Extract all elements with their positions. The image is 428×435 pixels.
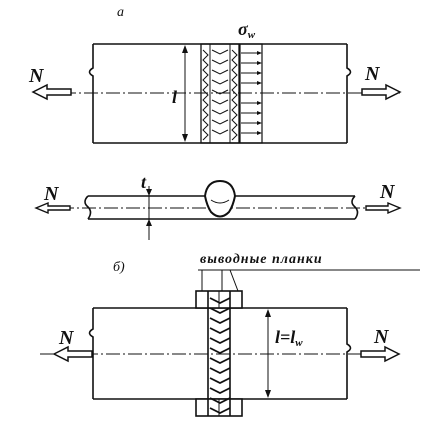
force-arrow-left-a (31, 83, 72, 101)
width-dimension-a (182, 45, 188, 142)
break-right-b (346, 308, 352, 399)
force-label-left-section: N (43, 183, 60, 205)
force-label-left-b: N (58, 327, 75, 349)
tabs-leader-lines (201, 269, 239, 292)
force-arrow-right-a (361, 83, 402, 101)
figure-b-caption: б) (113, 260, 125, 275)
force-label-left-a: N (28, 65, 45, 87)
force-label-right-b: N (373, 326, 390, 348)
force-label-right-section: N (379, 181, 396, 203)
run-off-tab-top (195, 290, 243, 309)
weld-seam-a (200, 43, 240, 144)
width-dimension-b (265, 309, 271, 398)
force-arrow-right-b (360, 345, 401, 363)
stress-diagram (239, 43, 263, 144)
stress-label: σw (238, 19, 256, 41)
break-left-a (88, 44, 94, 143)
thickness-label: t (141, 172, 147, 192)
break-right-section (351, 195, 359, 220)
break-left-b (88, 308, 94, 399)
figure-a-caption: а (117, 5, 124, 20)
force-label-right-a: N (364, 63, 381, 85)
thickness-dimension (146, 186, 152, 240)
break-left-section (84, 195, 92, 220)
force-arrow-right-section (365, 201, 402, 215)
weld-seam-b (207, 291, 231, 416)
break-right-a (346, 44, 352, 143)
width-label-a: l (172, 87, 177, 107)
weld-bead-section (203, 179, 237, 218)
force-arrow-left-b (52, 345, 93, 363)
width-label-b: l=lw (275, 327, 303, 349)
force-arrow-left-section (34, 201, 71, 215)
tabs-label: выводные планки (200, 252, 323, 267)
